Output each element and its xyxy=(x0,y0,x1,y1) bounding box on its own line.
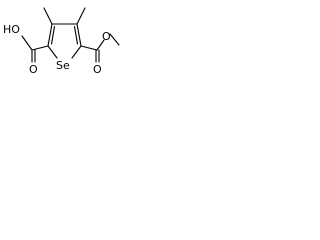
chemical-structure: HO O O O Se xyxy=(3,7,120,76)
acid-carbonyl-label: O xyxy=(29,63,38,76)
ring-bond-c5-se xyxy=(71,45,82,59)
ring-bond-se-c2 xyxy=(47,45,58,59)
ester-methyl-bond xyxy=(109,33,120,46)
ester-carbonyl-label: O xyxy=(93,63,102,76)
carboxylic-acid-group: HO O xyxy=(3,23,49,76)
acid-c-bond xyxy=(31,45,49,51)
acid-oh-bond xyxy=(21,35,33,51)
ring-bond-c2-c3-inner xyxy=(50,25,56,45)
selenium-label: Se xyxy=(56,59,70,72)
ring-bond-c4-c5 xyxy=(76,23,82,47)
methyl-ester-group: O O xyxy=(80,30,120,76)
ring-bond-c4-c5-inner xyxy=(73,25,79,45)
ring-bond-c2-c3 xyxy=(47,23,53,47)
ester-c-bond xyxy=(80,45,98,51)
ester-oc-bond xyxy=(96,39,105,51)
methyl-bond-right xyxy=(76,7,86,25)
selenophene-ring xyxy=(47,23,82,59)
ester-ether-label: O xyxy=(102,30,111,43)
methyl-bond-left xyxy=(43,7,53,25)
acid-hydroxyl-label: HO xyxy=(3,23,20,36)
